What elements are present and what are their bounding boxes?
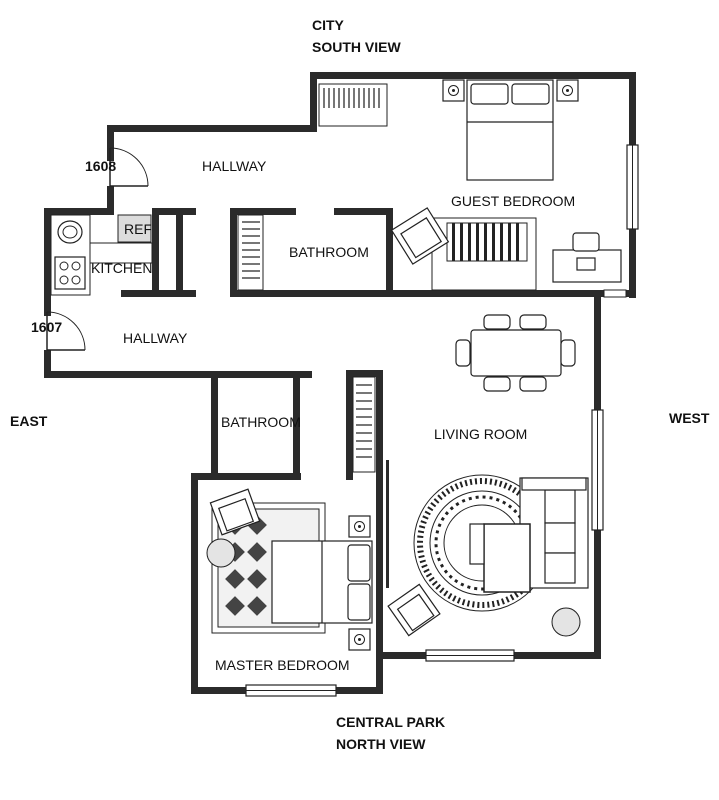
sink-icon bbox=[57, 220, 83, 244]
top-view-line2: SOUTH VIEW bbox=[312, 39, 401, 55]
closet-guest bbox=[318, 83, 388, 127]
closet-hall bbox=[237, 214, 264, 291]
armchair-icon bbox=[209, 488, 261, 536]
door-number-1608: 1608 bbox=[85, 158, 116, 174]
east-label: EAST bbox=[10, 413, 48, 429]
side-table-icon bbox=[206, 538, 236, 568]
coffee-table-icon bbox=[469, 523, 531, 593]
desk-icon bbox=[552, 232, 622, 283]
room-label-kitchen: KITCHEN bbox=[91, 260, 152, 276]
door-1608 bbox=[109, 147, 149, 187]
closet-master bbox=[352, 376, 376, 473]
fridge-icon bbox=[117, 214, 152, 243]
windows bbox=[245, 144, 639, 697]
room-label-hallway-upper: HALLWAY bbox=[202, 158, 267, 174]
room-label-hallway-lower: HALLWAY bbox=[123, 330, 188, 346]
room-label-bathroom-lower: BATHROOM bbox=[221, 414, 301, 430]
west-label: WEST bbox=[669, 410, 710, 426]
guest-rug bbox=[431, 217, 537, 291]
armchair-icon bbox=[387, 583, 441, 637]
guest-bed bbox=[442, 79, 579, 181]
sofa-icon bbox=[519, 477, 589, 589]
bottom-view-line2: NORTH VIEW bbox=[336, 736, 426, 752]
kitchen-fixtures bbox=[50, 214, 153, 296]
fridge-label: REF bbox=[124, 221, 152, 237]
room-label-bathroom-upper: BATHROOM bbox=[289, 244, 369, 260]
door-1607 bbox=[46, 311, 86, 351]
bottom-view-line1: CENTRAL PARK bbox=[336, 714, 445, 730]
door-number-1607: 1607 bbox=[31, 319, 62, 335]
room-label-living-room: LIVING ROOM bbox=[434, 426, 527, 442]
room-label-master-bedroom: MASTER BEDROOM bbox=[215, 657, 350, 673]
dining-table bbox=[455, 314, 576, 392]
master-bed bbox=[271, 515, 373, 651]
stove-icon bbox=[54, 256, 86, 290]
armchair-icon bbox=[390, 207, 450, 265]
side-table-icon bbox=[551, 607, 581, 637]
room-label-guest-bedroom: GUEST BEDROOM bbox=[451, 193, 575, 209]
top-view-line1: CITY bbox=[312, 17, 345, 33]
